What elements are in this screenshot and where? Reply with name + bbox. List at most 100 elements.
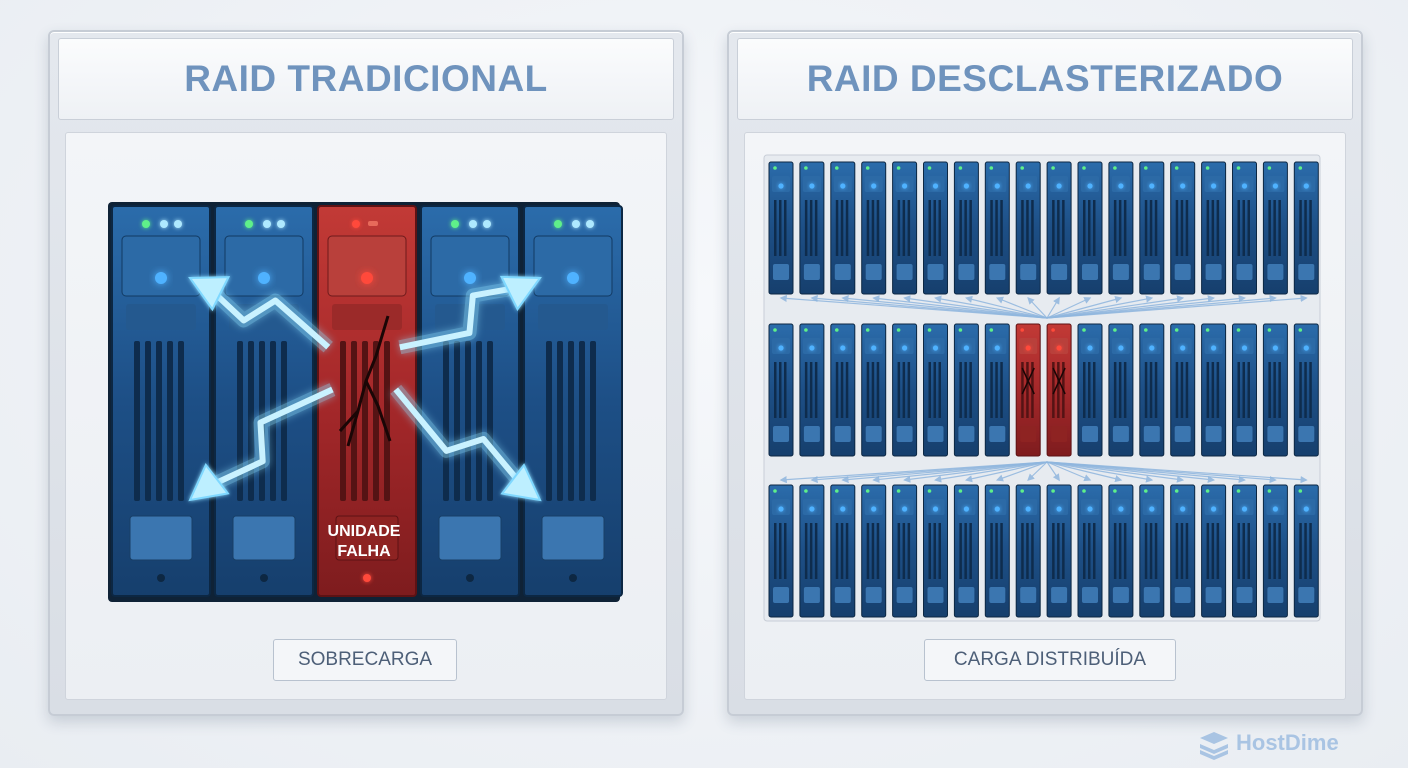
drive-bay [1108, 484, 1134, 618]
drive-bottom-tab [803, 426, 820, 442]
vent-slot [465, 341, 471, 501]
drive-bay [830, 161, 856, 295]
drive-bay [953, 484, 979, 618]
status-led [773, 489, 777, 493]
drive-bay [1262, 484, 1288, 618]
vent-slot [814, 200, 818, 256]
status-led [958, 328, 963, 332]
drive-bay [1139, 484, 1165, 618]
vent-slot [1031, 523, 1034, 579]
drive-bottom-tab [1082, 426, 1098, 442]
vent-slot [774, 362, 777, 418]
vent-slot [167, 341, 173, 501]
drive-bay [1170, 161, 1196, 295]
vent-slot [1278, 523, 1281, 579]
vent-slot [1118, 362, 1122, 418]
activity-led [464, 272, 476, 284]
activity-led [809, 345, 815, 351]
drive-bay [768, 323, 794, 457]
status-led [1267, 166, 1272, 170]
drive-bay [799, 323, 825, 457]
vent-slot [928, 200, 931, 256]
drive-bay [1201, 161, 1227, 295]
status-led [1051, 166, 1055, 170]
activity-led [932, 183, 939, 189]
drive-bottom-tab [1298, 587, 1315, 603]
hostdime-logo-text: HostDime [1236, 730, 1339, 755]
vent-slot [835, 200, 839, 256]
activity-led [1118, 183, 1124, 189]
activity-led [1180, 506, 1186, 512]
activity-led [258, 272, 270, 284]
drive-bay [923, 484, 948, 618]
distributed-load-badge: CARGA DISTRIBUÍDA [924, 639, 1176, 681]
status-led [174, 220, 182, 228]
status-led [865, 166, 870, 170]
drive-handle [121, 235, 201, 297]
vent-slot [1118, 523, 1122, 579]
activity-led [778, 345, 784, 351]
vent-slot [1175, 523, 1179, 579]
status-led [958, 489, 963, 493]
status-led [773, 328, 777, 332]
vent-slot [1211, 200, 1215, 256]
vent-slot [774, 200, 777, 256]
distribution-arrow [934, 461, 1048, 483]
rebuild-arrowhead [499, 275, 542, 312]
drive-bottom-tab [232, 515, 296, 561]
drive-bay [892, 323, 918, 457]
activity-led [1149, 345, 1155, 351]
vent-slot [1149, 362, 1153, 418]
vent-slot [897, 523, 901, 579]
distribution-arrow [872, 461, 1048, 483]
drive-bottom-tab [773, 426, 789, 442]
drive-bottom-tab [834, 426, 851, 442]
drive-bay [768, 484, 794, 618]
vent-slot [907, 200, 911, 256]
vent-slot [1216, 523, 1220, 579]
vent-slot [897, 362, 901, 418]
vent-slot [840, 200, 844, 256]
drive-bay [1232, 484, 1257, 618]
drive-bottom-tab [896, 264, 913, 280]
drive-bay [523, 205, 623, 597]
status-led [368, 221, 378, 226]
activity-led [1056, 345, 1062, 351]
vent-slot [1000, 200, 1003, 256]
vent-slot [907, 523, 911, 579]
vent-slot [1268, 200, 1271, 256]
status-led [804, 328, 808, 332]
vent-slot [876, 523, 880, 579]
drive-bay [1262, 323, 1288, 457]
activity-led [1211, 345, 1217, 351]
bottom-led [569, 574, 577, 582]
status-led [1144, 489, 1148, 493]
vent-slot [959, 523, 962, 579]
drive-bottom-tab [1236, 587, 1253, 603]
vent-slot [804, 200, 808, 256]
vent-slot [1026, 523, 1029, 579]
drive-bay [1139, 323, 1165, 457]
activity-led [567, 272, 579, 284]
rebuild-arrow [393, 387, 527, 490]
rebuild-arrowhead [500, 463, 542, 502]
distribution-arrow [1046, 461, 1092, 482]
activity-led [1241, 506, 1248, 512]
drive-bottom-tab [129, 515, 193, 561]
vent-slot [1273, 200, 1276, 256]
drive-bottom-tab [834, 264, 851, 280]
activity-led [1303, 183, 1309, 189]
activity-led [1056, 506, 1062, 512]
vent-slot [964, 523, 967, 579]
drive-bottom-tab [1020, 587, 1037, 603]
drive-bottom-tab [958, 426, 975, 442]
vent-slot [995, 362, 998, 418]
status-led [1267, 489, 1272, 493]
vent-slot [1088, 200, 1091, 256]
drive-bay [953, 161, 979, 295]
bottom-led [466, 574, 474, 582]
drive-bay [923, 161, 948, 295]
status-led [586, 220, 594, 228]
vent-slot [845, 523, 849, 579]
vent-slot [1057, 362, 1060, 418]
